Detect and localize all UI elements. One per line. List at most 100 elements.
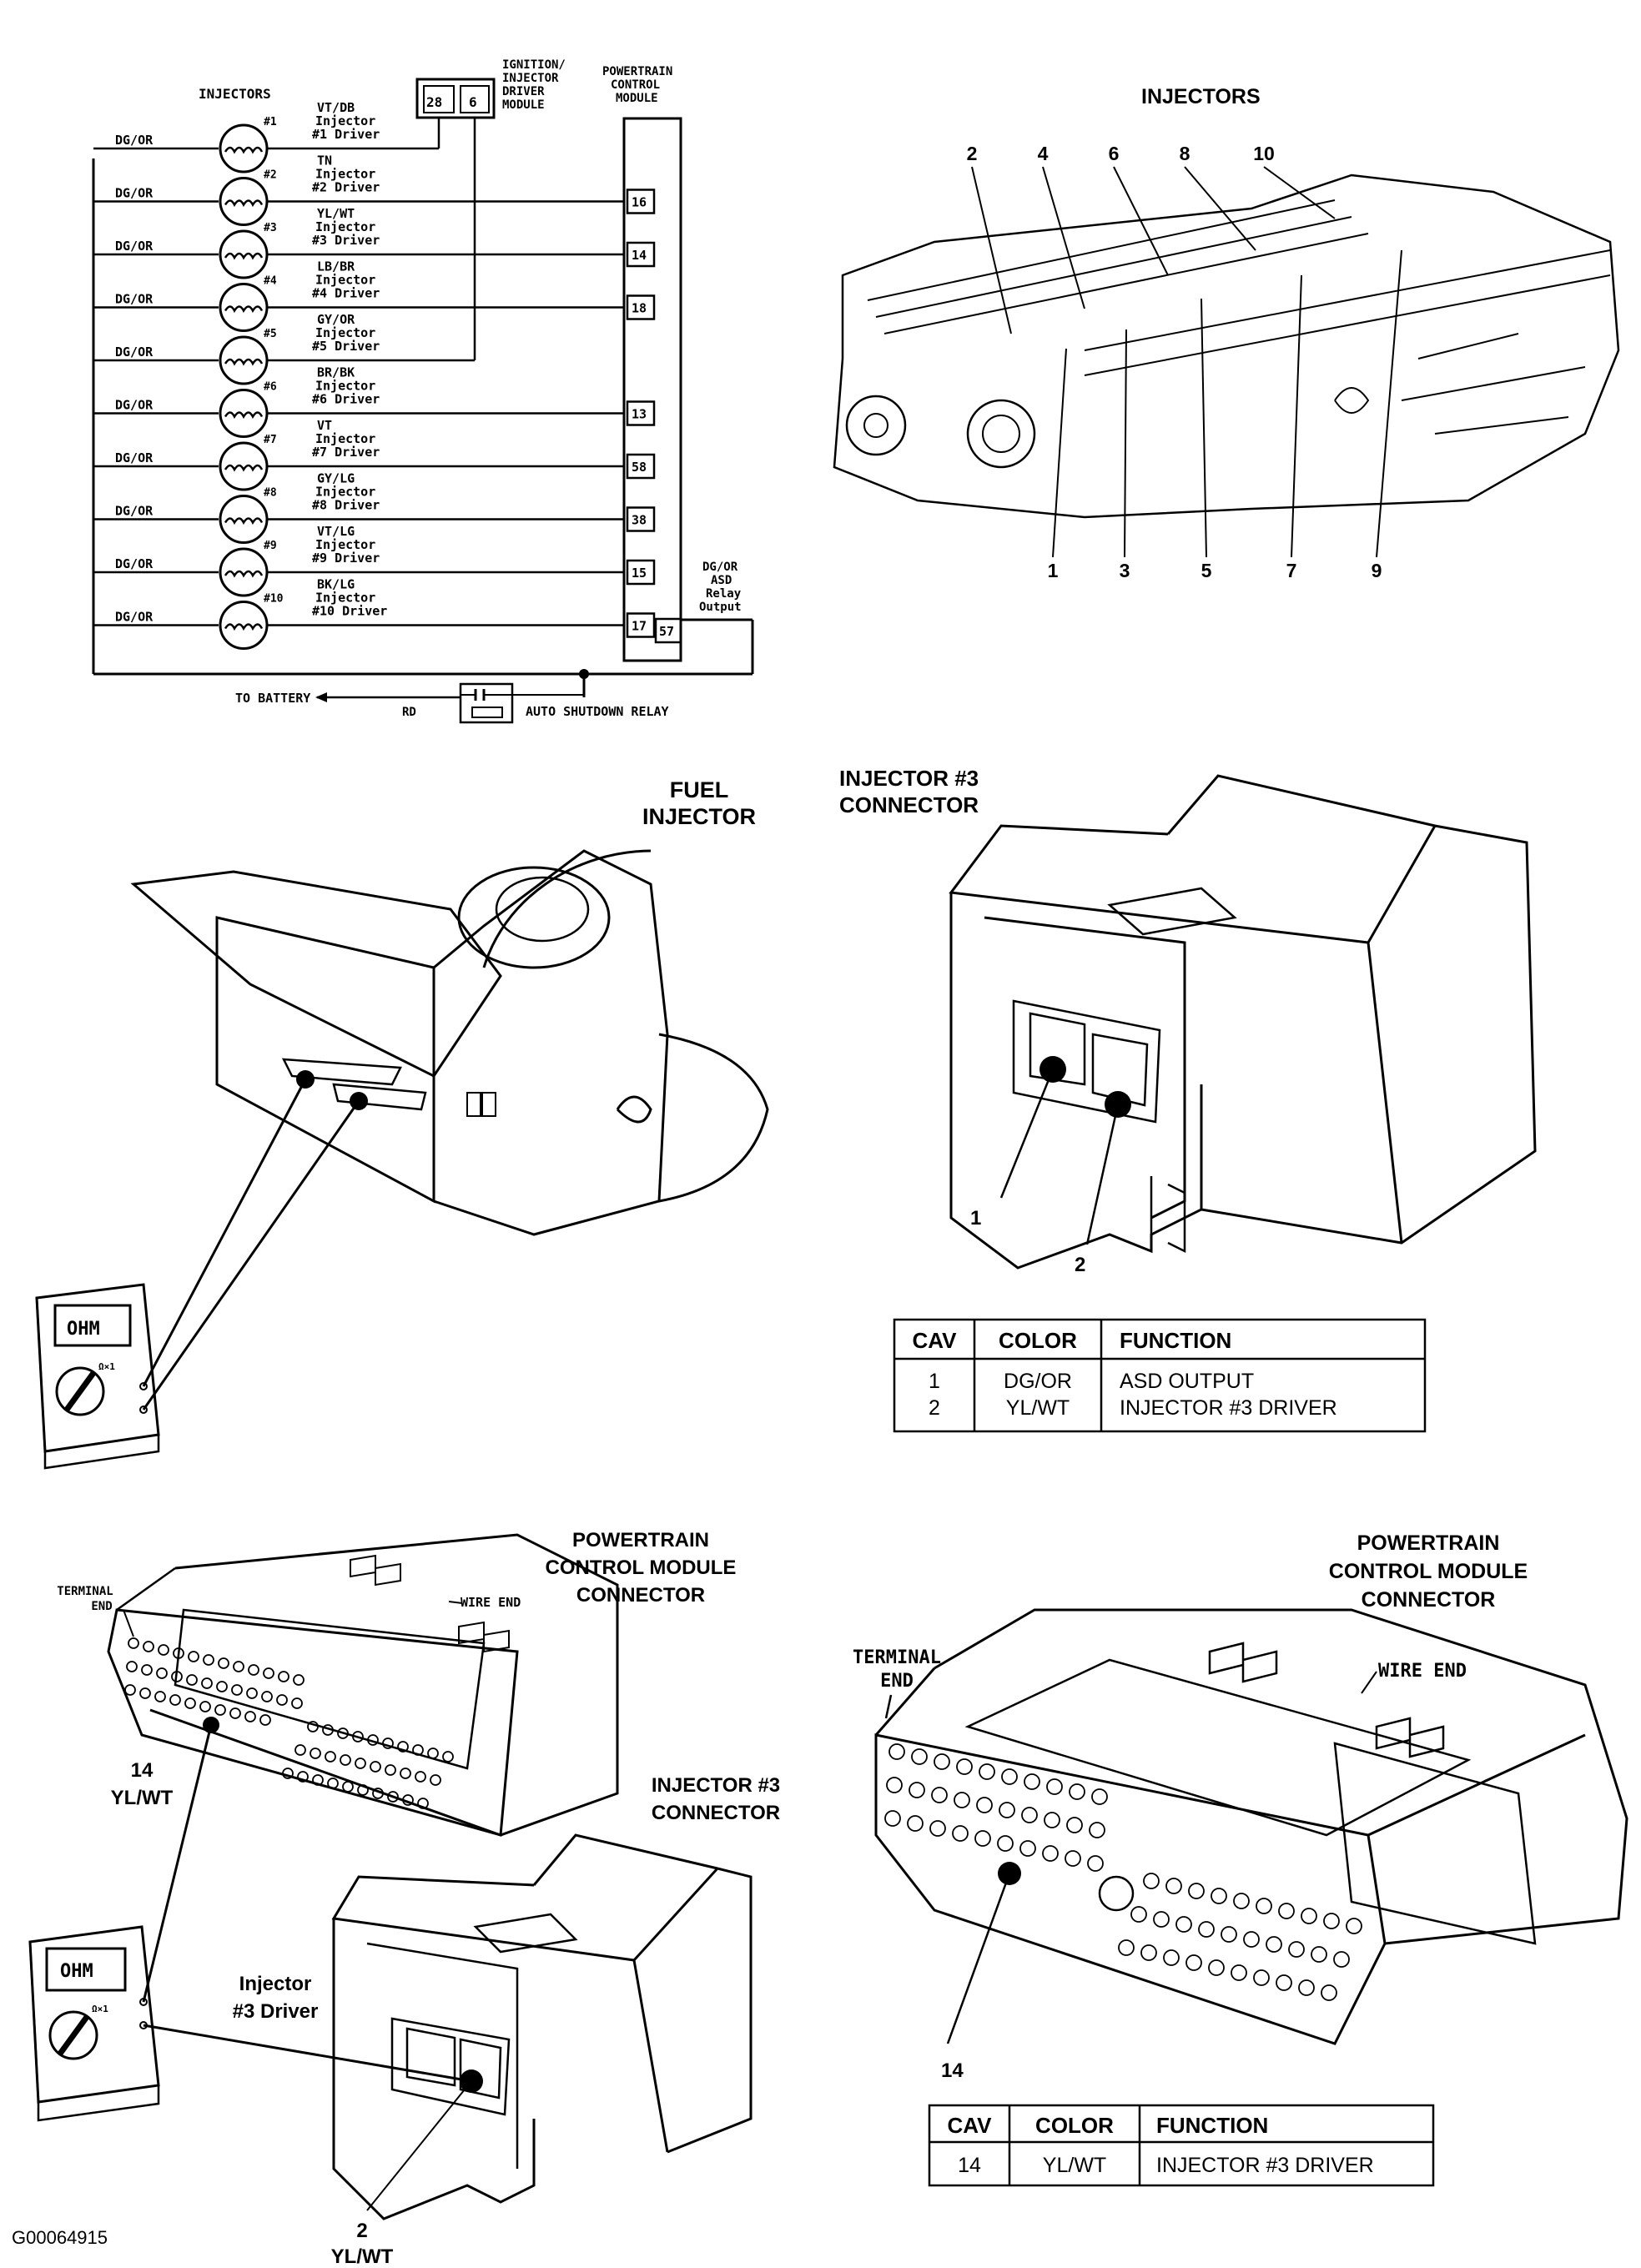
connector-pin <box>1208 1959 1225 1976</box>
injector-number: #9 <box>264 540 277 552</box>
connector-pin <box>372 1788 384 1799</box>
inj3-header-cav: CAV <box>913 1328 958 1353</box>
test-pcm-title-2: CONTROL MODULE <box>546 1556 737 1579</box>
connector-pin <box>934 1753 950 1770</box>
connector-pin <box>1087 1855 1104 1872</box>
injector-desc-line2: #7 Driver <box>312 445 380 460</box>
injector-number: #8 <box>264 487 277 500</box>
connector-pin <box>1333 1951 1350 1968</box>
pcm-pin: 18 <box>632 301 647 316</box>
test-pcm-title-3: CONNECTOR <box>576 1584 705 1607</box>
pcm-row1-function: INJECTOR #3 DRIVER <box>1156 2154 1374 2177</box>
pcm-pin: 16 <box>632 195 647 210</box>
injector-wire-color: VT/DB <box>317 100 355 115</box>
wiring-schematic: INJECTORS 28 6 IGNITION/ INJECTOR DRIVER… <box>92 58 754 724</box>
injector-desc-line2: #6 Driver <box>312 392 380 407</box>
engine-callout-bottom: 1 <box>1048 560 1059 581</box>
connector-pin <box>387 1791 399 1803</box>
injector-desc-line1: Injector <box>315 485 375 500</box>
pcm-title-2: CONTROL MODULE <box>1329 1560 1528 1583</box>
connector-pin <box>907 1815 924 1832</box>
relay-label: AUTO SHUTDOWN RELAY <box>526 704 669 719</box>
ohmmeter: OHM Ω×1 <box>35 1283 160 1470</box>
fuel-injector-title-2: INJECTOR <box>642 804 756 829</box>
injector-desc-line2: #4 Driver <box>312 286 380 301</box>
inj3-header-function: FUNCTION <box>1120 1328 1231 1353</box>
connector-pin <box>442 1751 454 1763</box>
pcm-header-cav: CAV <box>948 2113 993 2138</box>
pcm-wire-end: WIRE END <box>1378 1661 1467 1682</box>
figure-id: G00064915 <box>12 2227 108 2248</box>
connector-pin <box>974 1830 991 1847</box>
connector-pin <box>307 1721 319 1732</box>
connector-pin <box>263 1667 274 1679</box>
fuel-injector-title-1: FUEL <box>670 777 729 802</box>
ohm-range: Ω×1 <box>98 1361 115 1372</box>
connector-pin <box>1243 1931 1260 1948</box>
connector-pin <box>355 1758 366 1769</box>
connector-pin <box>412 1744 424 1756</box>
connector-pin <box>261 1691 273 1702</box>
connector-pin <box>184 1697 196 1709</box>
engine-callout-top: 2 <box>967 143 978 164</box>
injector-desc-line2: #5 Driver <box>312 339 380 354</box>
connector-pin <box>1089 1822 1105 1838</box>
injector-feed-wire: DG/OR <box>115 133 154 148</box>
injector-desc-line2: #10 Driver <box>312 604 387 619</box>
injector-desc-line1: Injector <box>315 325 375 340</box>
connector-pin <box>397 1741 409 1753</box>
connector-pin <box>143 1641 154 1652</box>
test-terminal-end-1: TERMINAL <box>57 1585 113 1598</box>
connector-pin <box>976 1797 993 1813</box>
injector-wire-color: VT/LG <box>317 524 355 539</box>
test-inj3-title-1: INJECTOR #3 <box>652 1774 780 1797</box>
pcm-terminal-end-1: TERMINAL <box>853 1647 941 1668</box>
test-pin14-num: 14 <box>131 1759 154 1782</box>
module-label-3: DRIVER <box>502 85 545 98</box>
injector-desc-line1: Injector <box>315 113 375 128</box>
connector-pin <box>1323 1913 1340 1929</box>
pcm-title-1: POWERTRAIN <box>1357 1531 1500 1555</box>
asd-label-3: Relay <box>706 587 742 601</box>
injector-desc-line1: Injector <box>315 379 375 394</box>
connector-pin <box>337 1727 349 1739</box>
fuel-injector-drawing: FUEL INJECTOR OHM Ω×1 <box>35 777 769 1470</box>
connector-pin <box>188 1651 199 1662</box>
connector-pin <box>402 1794 414 1806</box>
connector-pin <box>1091 1788 1108 1805</box>
injector3-connector-drawing: INJECTOR #3 CONNECTOR 1 2 CAV COLOR FUNC… <box>839 766 1537 1433</box>
injector-feed-wire: DG/OR <box>115 556 154 571</box>
connector-pin <box>1021 1807 1038 1823</box>
connector-pin <box>367 1734 379 1746</box>
injector-wire-color: YL/WT <box>317 206 355 221</box>
engine-callout-bottom: 3 <box>1120 560 1130 581</box>
connector-pin <box>154 1691 166 1702</box>
connector-pin <box>1253 1969 1270 1986</box>
engine-callout-bottom: 5 <box>1201 560 1212 581</box>
injector-number: #10 <box>264 593 284 606</box>
connector-pin <box>1118 1939 1135 1956</box>
connector-pin <box>312 1774 324 1786</box>
asd-label-4: Output <box>699 601 742 614</box>
module-label-4: MODULE <box>502 98 545 112</box>
pcm-connector-drawing: POWERTRAIN CONTROL MODULE CONNECTOR TERM… <box>853 1531 1628 2187</box>
connector-pin <box>1163 1949 1180 1966</box>
engine-callout-top: 10 <box>1253 143 1275 164</box>
module-label-2: INJECTOR <box>502 72 559 85</box>
connector-pin <box>1298 1979 1315 1996</box>
to-battery-label: TO BATTERY <box>235 691 310 706</box>
connector-pin <box>1198 1921 1215 1938</box>
connector-pin <box>199 1701 211 1712</box>
connector-pin <box>229 1707 241 1719</box>
connector-pin <box>1266 1936 1282 1953</box>
asd-label-1: DG/OR <box>702 561 738 574</box>
connector-pin <box>322 1724 334 1736</box>
connector-pin <box>1140 1944 1157 1961</box>
connector-pin <box>128 1637 139 1649</box>
ohm-range-2: Ω×1 <box>92 2004 108 2014</box>
pcm-to-injector-test-drawing: POWERTRAIN CONTROL MODULE CONNECTOR TERM… <box>28 1529 780 2268</box>
